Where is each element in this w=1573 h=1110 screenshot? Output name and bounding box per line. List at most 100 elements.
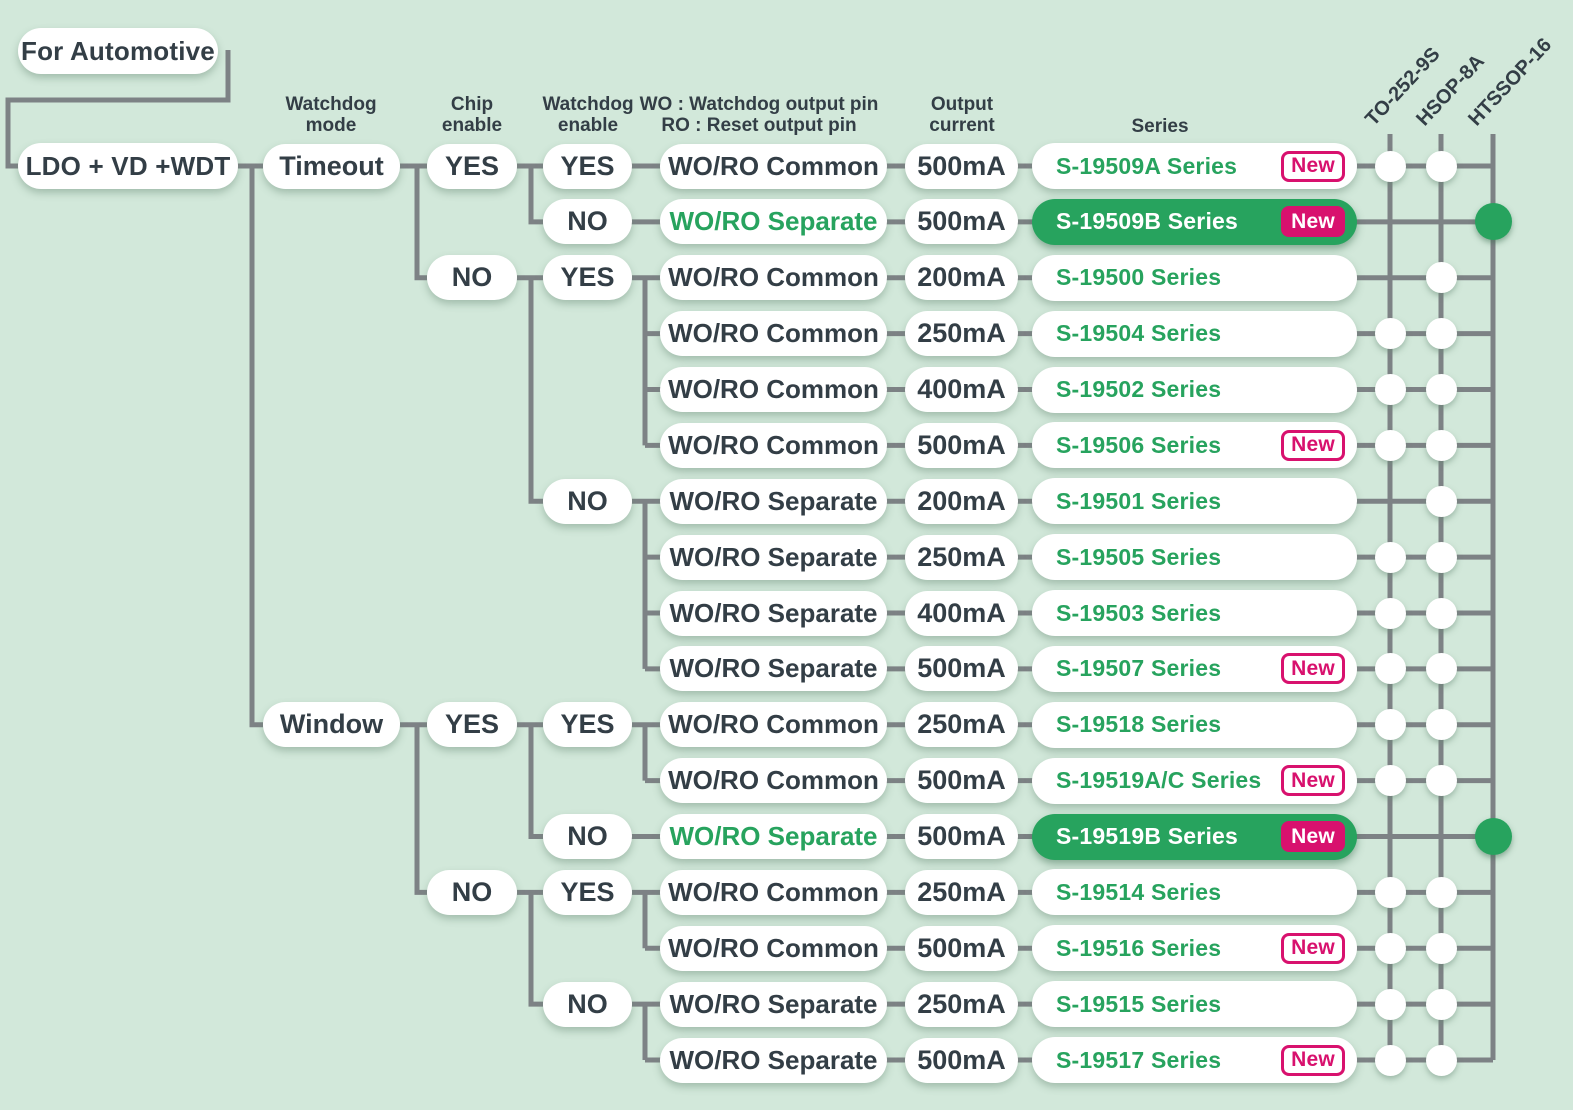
wo-ro-pill: WO/RO Separate <box>660 981 887 1027</box>
series-pill: S-19509B Series New <box>1032 198 1357 245</box>
watchdog-enable-no-4: NO <box>543 981 632 1027</box>
column-header-chip-enable: Chip enable <box>402 94 542 136</box>
output-current-pill: 500mA <box>905 1037 1018 1083</box>
watchdog-enable-yes-2: YES <box>543 255 632 301</box>
series-pill: S-19503 Series <box>1032 590 1357 636</box>
package-dot-to-252-9s <box>1374 653 1406 685</box>
series-name: S-19504 Series <box>1056 320 1222 347</box>
mode-node-timeout: Timeout <box>263 143 400 189</box>
package-dot-to-252-9s <box>1374 150 1406 182</box>
series-name: S-19516 Series <box>1056 934 1222 961</box>
package-dot-hsop-8a <box>1425 988 1457 1020</box>
package-dot-hsop-8a <box>1425 150 1457 182</box>
watchdog-enable-yes-3: YES <box>543 702 632 748</box>
column-header-series: Series <box>1131 116 1189 137</box>
new-badge: New <box>1281 206 1345 238</box>
package-dot-to-252-9s <box>1374 374 1406 405</box>
wo-ro-pill: WO/RO Separate <box>660 478 887 524</box>
output-current-pill: 250mA <box>905 311 1018 357</box>
package-dot-to-252-9s <box>1374 988 1406 1020</box>
series-pill: S-19501 Series <box>1032 478 1357 525</box>
series-name: S-19507 Series <box>1056 655 1222 682</box>
new-badge: New <box>1281 653 1345 685</box>
wo-ro-pill: WO/RO Common <box>660 758 887 804</box>
new-badge: New <box>1281 821 1345 852</box>
package-dot-hsop-8a <box>1425 318 1457 350</box>
series-name: S-19514 Series <box>1056 878 1222 905</box>
package-dot-htssop-16 <box>1474 203 1512 241</box>
series-name: S-19502 Series <box>1056 376 1222 402</box>
series-pill: S-19514 Series <box>1032 869 1357 916</box>
series-name: S-19517 Series <box>1056 1046 1222 1073</box>
package-dot-hsop-8a <box>1425 485 1457 517</box>
package-dot-to-252-9s <box>1374 932 1406 964</box>
output-current-pill: 500mA <box>905 143 1018 189</box>
series-pill: S-19516 Series New <box>1032 925 1357 972</box>
series-pill: S-19509A Series New <box>1032 143 1357 189</box>
output-current-pill: 200mA <box>905 478 1018 524</box>
series-name: S-19505 Series <box>1056 543 1222 570</box>
wo-ro-pill: WO/RO Common <box>660 925 887 971</box>
output-current-pill: 250mA <box>905 702 1018 748</box>
output-current-pill: 400mA <box>905 590 1018 636</box>
series-name: S-19509B Series <box>1056 208 1239 235</box>
column-header-watchdog-mode: Watchdog mode <box>251 94 411 136</box>
chip-enable-yes-timeout: YES <box>427 143 517 189</box>
wo-ro-pill: WO/RO Separate <box>660 534 887 580</box>
wo-ro-pill: WO/RO Separate <box>660 590 887 636</box>
series-pill: S-19518 Series <box>1032 701 1357 748</box>
header-line: current <box>929 115 995 136</box>
wo-ro-pill: WO/RO Separate <box>660 646 887 692</box>
series-name: S-19503 Series <box>1056 599 1222 626</box>
series-name: S-19519A/C Series <box>1056 767 1262 794</box>
package-dot-hsop-8a <box>1425 932 1457 964</box>
series-pill: S-19500 Series <box>1032 254 1357 301</box>
new-badge: New <box>1281 1044 1345 1076</box>
chip-enable-yes-window: YES <box>427 702 517 748</box>
watchdog-enable-no-2: NO <box>543 478 632 524</box>
new-badge: New <box>1281 932 1345 964</box>
wo-ro-pill: WO/RO Common <box>660 255 887 301</box>
package-dot-hsop-8a <box>1425 374 1457 405</box>
output-current-pill: 500mA <box>905 422 1018 468</box>
package-dot-to-252-9s <box>1374 541 1406 573</box>
series-name: S-19500 Series <box>1056 264 1222 291</box>
series-name: S-19518 Series <box>1056 711 1222 738</box>
header-line: enable <box>441 115 503 136</box>
package-dot-hsop-8a <box>1425 597 1457 629</box>
package-dot-to-252-9s <box>1374 709 1406 741</box>
package-dot-hsop-8a <box>1425 653 1457 685</box>
package-dot-hsop-8a <box>1425 541 1457 573</box>
for-automotive-label: For Automotive <box>18 28 218 74</box>
package-dot-to-252-9s <box>1374 597 1406 629</box>
header-line: Chip <box>450 94 494 115</box>
chip-enable-no-window: NO <box>427 869 517 915</box>
chip-enable-no-timeout: NO <box>427 255 517 301</box>
series-pill: S-19517 Series New <box>1032 1037 1357 1083</box>
column-header-watchdog-enable: Watchdog enable <box>508 94 668 136</box>
mode-node-window: Window <box>263 702 400 748</box>
package-dot-to-252-9s <box>1374 876 1406 908</box>
series-pill: S-19502 Series <box>1032 366 1357 413</box>
package-dot-hsop-8a <box>1425 262 1457 294</box>
new-badge: New <box>1281 429 1345 461</box>
header-line: RO : Reset output pin <box>661 115 857 136</box>
new-badge: New <box>1281 765 1345 797</box>
wo-ro-pill: WO/RO Common <box>660 702 887 748</box>
new-badge: New <box>1281 150 1345 182</box>
output-current-pill: 500mA <box>905 814 1018 859</box>
series-name: S-19509A Series <box>1056 152 1238 179</box>
output-current-pill: 250mA <box>905 869 1018 915</box>
watchdog-enable-no-1: NO <box>543 199 632 245</box>
output-current-pill: 400mA <box>905 367 1018 412</box>
package-dot-to-252-9s <box>1374 1044 1406 1076</box>
series-pill: S-19507 Series New <box>1032 645 1357 692</box>
output-current-pill: 500mA <box>905 758 1018 804</box>
column-header-output-current: Output current <box>902 94 1022 136</box>
output-current-pill: 200mA <box>905 255 1018 301</box>
series-pill: S-19519A/C Series New <box>1032 757 1357 804</box>
root-node-ldo-vd-wdt: LDO + VD +WDT <box>18 143 238 189</box>
